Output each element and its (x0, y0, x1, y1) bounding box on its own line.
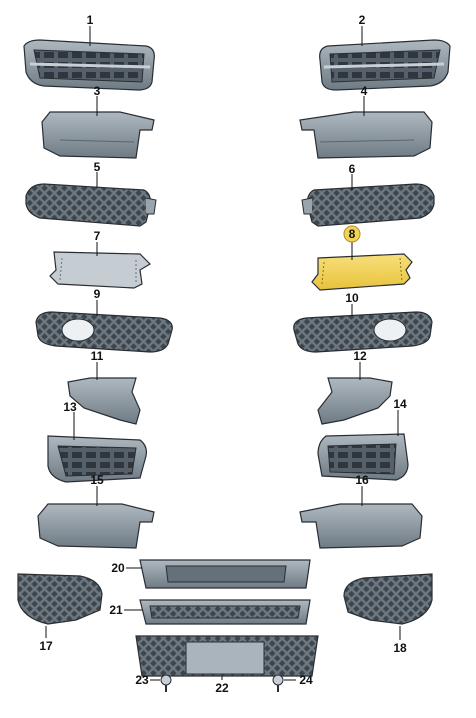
part-1-upper-grille-left[interactable] (23, 39, 155, 91)
part-3-cover-left[interactable] (41, 111, 155, 159)
callout-1: 1 (87, 13, 94, 27)
part-16-lower-cover-right[interactable] (299, 503, 423, 549)
callout-7: 7 (94, 229, 101, 243)
callout-23: 23 (135, 673, 149, 687)
leader-lines (45, 26, 401, 681)
callout-labels: 1 2 3 4 5 6 7 8 9 10 11 12 13 14 15 16 1… (39, 13, 407, 695)
callout-2: 2 (359, 13, 366, 27)
callout-8: 8 (349, 227, 356, 241)
callout-20: 20 (111, 561, 125, 575)
part-20-center-panel[interactable] (139, 559, 311, 589)
part-8-seal-strip-right-highlighted[interactable] (311, 253, 413, 291)
part-7-seal-strip-left[interactable] (49, 251, 151, 289)
part-9-foglamp-grille-left[interactable] (35, 311, 173, 353)
callout-9: 9 (94, 287, 101, 301)
part-4-cover-right[interactable] (299, 111, 433, 159)
callout-5: 5 (94, 160, 101, 174)
part-2-upper-grille-right[interactable] (319, 39, 451, 91)
part-10-foglamp-grille-right[interactable] (293, 311, 433, 353)
callout-18: 18 (393, 641, 407, 655)
part-22-plate-holder[interactable] (135, 635, 319, 677)
part-5-mesh-grille-left[interactable] (25, 183, 157, 227)
part-12-bracket-right[interactable] (317, 377, 393, 425)
callout-3: 3 (94, 84, 101, 98)
callout-24: 24 (299, 673, 313, 687)
part-23-screw[interactable] (160, 674, 172, 692)
part-6-mesh-grille-right[interactable] (301, 183, 435, 227)
part-24-screw[interactable] (272, 674, 284, 692)
part-13-insert-grille-left[interactable] (47, 435, 147, 483)
callout-8-highlight (343, 225, 361, 243)
callout-16: 16 (355, 473, 369, 487)
callout-11: 11 (91, 349, 104, 363)
callout-22: 22 (215, 681, 229, 695)
callout-13: 13 (63, 400, 77, 414)
callout-10: 10 (345, 291, 359, 305)
part-14-insert-grille-right[interactable] (317, 433, 409, 481)
callout-15: 15 (90, 473, 104, 487)
part-21-trim-strip[interactable] (139, 599, 311, 625)
part-17-corner-grille-left[interactable] (17, 573, 103, 625)
callout-17: 17 (39, 639, 53, 653)
callout-12: 12 (353, 349, 367, 363)
callout-21: 21 (109, 603, 123, 617)
callout-4: 4 (361, 84, 368, 98)
part-11-bracket-left[interactable] (67, 377, 141, 425)
part-18-corner-grille-right[interactable] (343, 573, 433, 625)
callout-14: 14 (393, 397, 407, 411)
callout-6: 6 (349, 162, 356, 176)
part-15-lower-cover-left[interactable] (37, 503, 155, 549)
